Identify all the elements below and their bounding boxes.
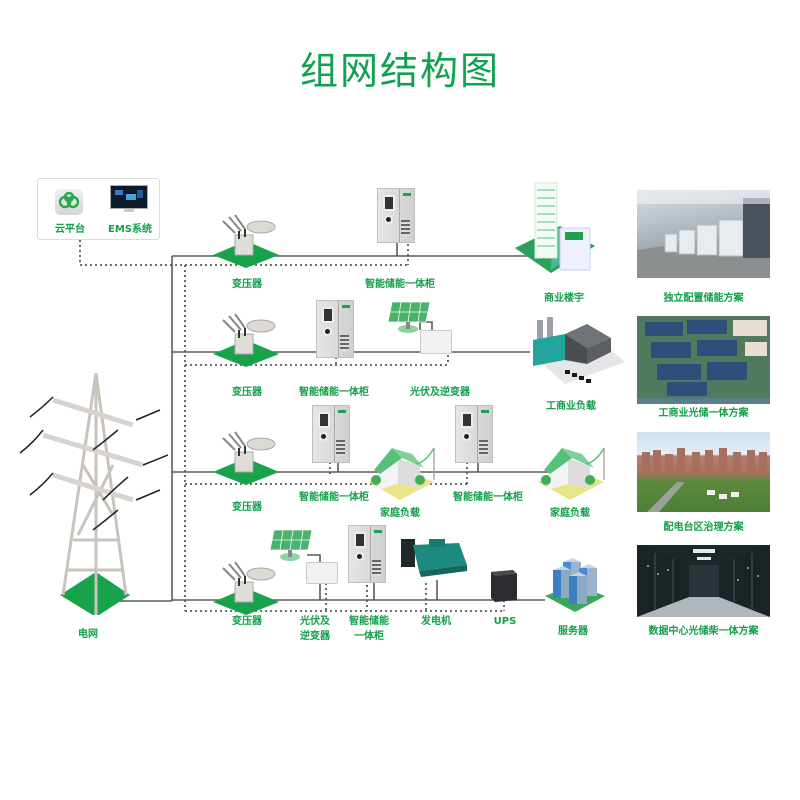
inverter-row-4[interactable] (306, 562, 338, 584)
industrial-park-solar-photo (637, 316, 770, 398)
storage-cabinet-label-row-2: 智能储能一体柜 (299, 387, 369, 398)
house-icon (368, 447, 435, 500)
solution-photo-4[interactable] (637, 545, 770, 617)
commercial-building[interactable] (515, 178, 595, 286)
load-label-row-3b: 家庭负载 (550, 508, 590, 519)
office-building-icon (515, 182, 595, 273)
storage-cabinet-label-row-3a: 智能储能一体柜 (299, 492, 369, 503)
grid-label: 电网 (78, 629, 98, 640)
transformer-row-3[interactable] (213, 430, 283, 485)
generator[interactable] (399, 535, 471, 580)
solution-label-3: 配电台区治理方案 (663, 522, 744, 533)
transformer-row-4[interactable] (213, 560, 283, 615)
storage-cabinet-label-row-1: 智能储能一体柜 (365, 279, 435, 290)
house-icon (538, 447, 605, 500)
load-label-row-1: 商业楼宇 (544, 293, 584, 304)
storage-cabinet-row-3a[interactable] (312, 405, 350, 463)
ups-icon (491, 570, 517, 602)
control-panel: 云平台 EMS系统 (37, 178, 160, 240)
diesel-generator-icon (401, 539, 467, 577)
city-residential-photo (642, 448, 767, 512)
ups-label: UPS (493, 616, 517, 627)
household-load-1[interactable] (368, 440, 438, 502)
pv-inverter-label-row-2: 光伏及逆变器 (410, 387, 470, 398)
solution-photo-2[interactable] (637, 316, 770, 404)
pv-inverter-label-row-4-line-2: 逆变器 (300, 631, 330, 642)
pv-inverter-label-row-4-line-1: 光伏及 (300, 616, 330, 627)
solution-label-1: 独立配置储能方案 (663, 293, 744, 304)
generator-label: 发电机 (421, 616, 451, 627)
storage-cabinet-label-row-3b: 智能储能一体柜 (453, 492, 523, 503)
cloud-platform-icon[interactable] (55, 189, 83, 215)
ems-monitor-icon[interactable] (110, 185, 148, 213)
ems-system-label: EMS系统 (108, 224, 152, 235)
transformer-label-row-1: 变压器 (232, 279, 262, 290)
page-title: 组网结构图 (299, 49, 500, 93)
storage-cabinet-row-3b[interactable] (455, 405, 493, 463)
solution-photo-3[interactable] (637, 432, 770, 512)
energy-storage-cabinets-photo (637, 190, 770, 278)
transformer-icon (213, 431, 279, 485)
server-icon (545, 558, 605, 612)
transformer-icon (213, 214, 279, 268)
transformer-row-1[interactable] (213, 213, 283, 268)
storage-cabinet-row-1[interactable] (377, 188, 415, 243)
transformer-label-row-3: 变压器 (232, 502, 262, 513)
solution-photo-1[interactable] (637, 190, 770, 278)
solution-label-4: 数据中心光储柴一体方案 (648, 626, 759, 637)
power-grid-tower (8, 365, 169, 617)
load-label-row-3a: 家庭负载 (380, 508, 420, 519)
data-center-photo (637, 545, 770, 617)
load-label-row-4: 服务器 (558, 626, 588, 637)
transformer-label-row-2: 变压器 (232, 387, 262, 398)
solar-panel-row-4[interactable] (268, 528, 316, 562)
storage-cabinet-row-4[interactable] (348, 525, 386, 583)
solar-panel-icon (269, 529, 313, 561)
load-label-row-2: 工商业负载 (546, 401, 596, 412)
inverter-row-2[interactable] (420, 330, 452, 354)
transformer-label-row-4: 变压器 (232, 616, 262, 627)
ups-unit[interactable] (487, 568, 519, 602)
cloud-platform-label: 云平台 (55, 224, 85, 235)
storage-cabinet-label-row-4-line-1: 智能储能 (349, 616, 389, 627)
solar-panel-icon (387, 301, 431, 333)
factory-icon (533, 317, 625, 384)
transformer-icon (213, 561, 279, 615)
transformer-row-2[interactable] (213, 312, 283, 367)
server-rack[interactable] (545, 556, 605, 614)
storage-cabinet-row-2[interactable] (316, 300, 354, 358)
household-load-2[interactable] (538, 440, 608, 502)
industrial-factory[interactable] (525, 312, 625, 390)
storage-cabinet-label-row-4-line-2: 一体柜 (354, 631, 384, 642)
solar-panel-row-2[interactable] (386, 300, 434, 334)
transformer-icon (213, 313, 279, 367)
transmission-tower-icon (19, 372, 169, 617)
solution-label-2: 工商业光储一体方案 (658, 408, 749, 419)
